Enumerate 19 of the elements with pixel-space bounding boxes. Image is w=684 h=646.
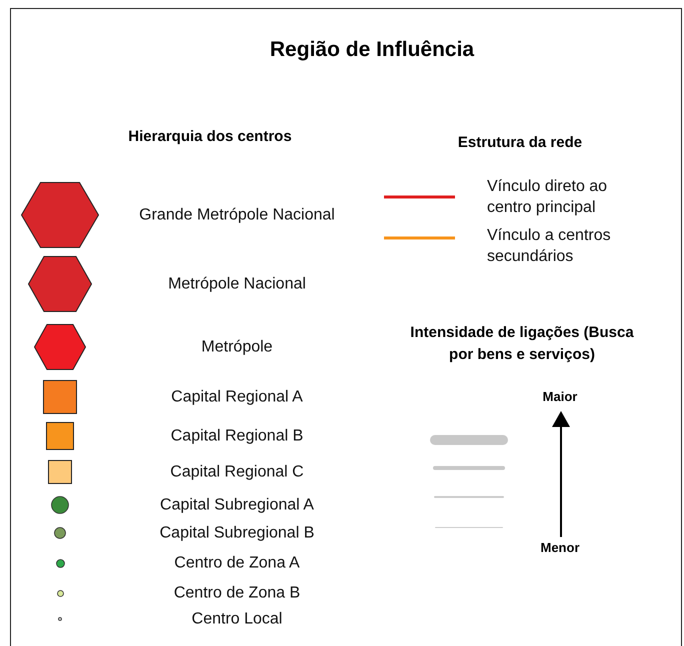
section-heading: Hierarquia dos centros bbox=[127, 127, 293, 147]
section-heading: Intensidade de ligações (Busca por bens e serviços) bbox=[409, 323, 635, 365]
legend-label: Metrópole Nacional bbox=[167, 274, 307, 294]
scale-label: Maior bbox=[542, 388, 578, 406]
section-heading: Estrutura da rede bbox=[456, 133, 584, 153]
legend-label: Vínculo a centros secundários bbox=[487, 226, 612, 267]
legend-label: Capital Subregional B bbox=[158, 524, 316, 544]
scale-label: Menor bbox=[540, 539, 580, 557]
legend-label: Capital Subregional A bbox=[159, 496, 315, 516]
legend-label: Capital Regional B bbox=[170, 426, 304, 446]
legend-label: Centro Local bbox=[190, 610, 284, 630]
legend-label: Capital Regional A bbox=[170, 388, 304, 408]
title: Região de Influência bbox=[268, 38, 476, 62]
legend-label: Vínculo direto ao centro principal bbox=[487, 177, 608, 218]
legend-label: Capital Regional C bbox=[169, 462, 305, 482]
legend-label: Centro de Zona A bbox=[173, 554, 301, 574]
legend-label: Metrópole bbox=[200, 338, 274, 358]
legend-label: Centro de Zona B bbox=[172, 584, 302, 604]
legend-label: Grande Metrópole Nacional bbox=[138, 206, 336, 226]
